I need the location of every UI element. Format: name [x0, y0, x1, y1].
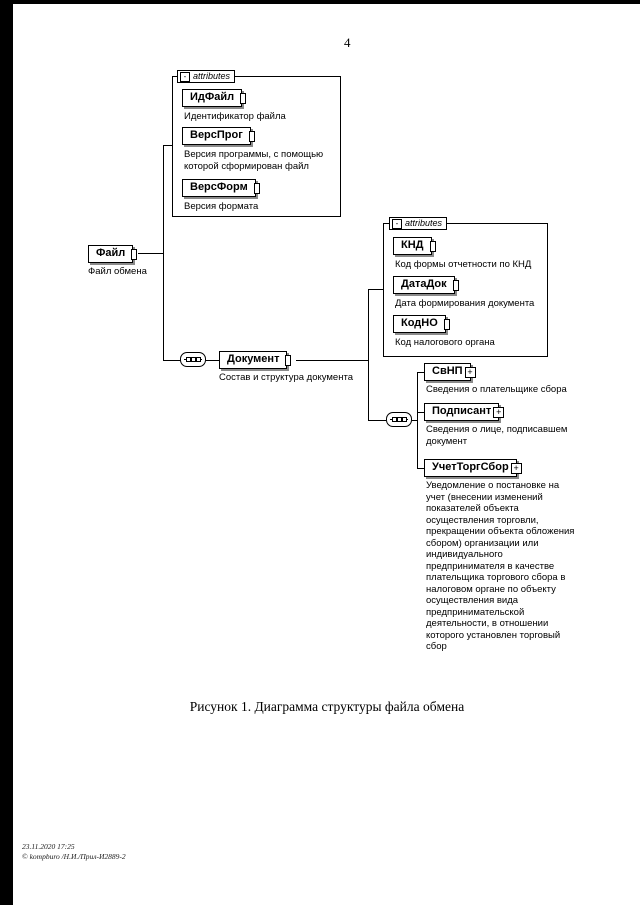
- connector-line: [417, 412, 425, 413]
- connector-line: [163, 145, 164, 361]
- element-svnp-caption: Сведения о плательщике сбора: [426, 384, 567, 395]
- connector-line: [368, 289, 384, 290]
- scan-artifact-top-bar: [0, 0, 640, 4]
- attribute-datadok-label: ДатаДок: [401, 278, 447, 290]
- connector-line: [412, 420, 418, 421]
- attribute-datadok-box: ДатаДок: [393, 276, 459, 294]
- document-attributes-tab: - attributes: [389, 217, 448, 230]
- element-document-label: Документ: [227, 353, 280, 365]
- connector-line: [417, 372, 418, 469]
- attributes-label: attributes: [405, 218, 443, 228]
- attribute-datadok-caption: Дата формирования документа: [395, 298, 535, 309]
- element-podpisant-caption: Сведения о лице, подписавшем документ: [426, 424, 568, 447]
- file-attributes-tab: - attributes: [177, 70, 236, 83]
- element-uchettorgsbor-box: УчетТоргСбор +: [424, 459, 522, 477]
- element-file-caption: Файл обмена: [88, 266, 147, 277]
- connector-line: [163, 145, 173, 146]
- attribute-kodno-box: КодНО: [393, 315, 450, 333]
- attribute-versprog-caption: Версия программы, с помощью которой сфор…: [184, 149, 324, 172]
- attribute-kodno-caption: Код налогового органа: [395, 337, 495, 348]
- collapse-icon: -: [180, 71, 190, 82]
- attribute-knd-caption: Код формы отчетности по КНД: [395, 259, 532, 270]
- document-attributes-group: [383, 223, 548, 357]
- attributes-label: attributes: [193, 71, 231, 81]
- attribute-knd-label: КНД: [401, 239, 424, 251]
- connector-line: [163, 360, 181, 361]
- element-file-box: Файл: [88, 245, 138, 263]
- attribute-versform-label: ВерсФорм: [190, 181, 248, 193]
- element-podpisant-box: Подписант +: [424, 403, 505, 421]
- element-file-label: Файл: [96, 247, 126, 259]
- element-document-caption: Состав и структура документа: [219, 372, 353, 383]
- connector-stub: [452, 280, 459, 291]
- page-number: 4: [344, 35, 351, 50]
- element-uchettorgsbor-label: УчетТоргСбор: [432, 461, 509, 473]
- connector-line: [296, 360, 368, 361]
- connector-stub: [285, 355, 292, 366]
- attribute-idfile-box: ИдФайл: [182, 89, 247, 107]
- connector-stub: [131, 249, 138, 260]
- connector-line: [368, 420, 386, 421]
- file-attributes-group: [172, 76, 341, 217]
- expand-icon: +: [493, 407, 505, 418]
- footer-timestamp: 23.11.2020 17:25: [22, 842, 75, 851]
- connector-line: [368, 289, 369, 421]
- connector-stub: [240, 93, 247, 104]
- connector-line: [206, 360, 220, 361]
- attribute-idfile-label: ИдФайл: [190, 91, 235, 103]
- element-svnp-label: СвНП: [432, 365, 463, 377]
- attribute-knd-box: КНД: [393, 237, 436, 255]
- figure-caption: Рисунок 1. Диаграмма структуры файла обм…: [189, 699, 465, 714]
- connector-stub: [443, 319, 450, 330]
- element-uchettorgsbor-caption: Уведомление о постановке на учет (внесен…: [426, 480, 575, 652]
- element-svnp-box: СвНП +: [424, 363, 476, 381]
- connector-stub: [429, 241, 436, 252]
- attribute-versprog-box: ВерсПрог: [182, 127, 255, 145]
- expand-icon: +: [510, 463, 522, 474]
- attribute-idfile-caption: Идентификатор файла: [184, 111, 286, 122]
- attribute-kodno-label: КодНО: [401, 317, 438, 329]
- element-document-box: Документ: [219, 351, 292, 369]
- expand-icon: +: [464, 367, 476, 378]
- scan-artifact-left-bar: [0, 0, 13, 905]
- element-podpisant-label: Подписант: [432, 405, 492, 417]
- connector-line: [138, 253, 164, 254]
- footer-reference: © kompburo /Н.И./Прил-И2889-2: [22, 851, 126, 861]
- connector-stub: [248, 131, 255, 142]
- attribute-versprog-label: ВерсПрог: [190, 129, 243, 141]
- attribute-versform-box: ВерсФорм: [182, 179, 260, 197]
- collapse-icon: -: [392, 218, 402, 229]
- connector-line: [417, 372, 425, 373]
- sequence-icon: [180, 352, 206, 367]
- sequence-icon: [386, 412, 412, 427]
- connector-stub: [253, 183, 260, 194]
- attribute-versform-caption: Версия формата: [184, 201, 259, 212]
- connector-line: [417, 468, 425, 469]
- footer: 23.11.2020 17:25 © kompburo /Н.И./Прил-И…: [22, 842, 126, 861]
